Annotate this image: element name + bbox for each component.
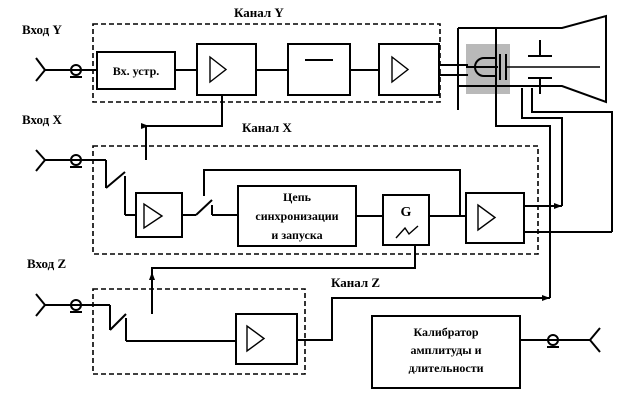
input-z-jack-icon — [35, 293, 110, 317]
input-x-label: Вход X — [22, 112, 62, 127]
amplifier-triangle-icon — [477, 203, 497, 232]
calibrator-line1: Калибратор — [413, 325, 478, 339]
calibrator-block — [371, 315, 521, 389]
sweep-generator-label: G — [401, 205, 412, 220]
switch-icon — [105, 160, 136, 216]
channel-x-frame — [92, 145, 539, 255]
sweep-generator-block — [382, 194, 430, 246]
amplifier-triangle-icon — [143, 202, 164, 230]
channel-z-frame — [92, 288, 306, 375]
switch-icon — [195, 199, 238, 216]
input-device-label: Вх. устр. — [113, 64, 160, 78]
input-x-jack-icon — [35, 149, 106, 172]
switch-icon — [109, 305, 236, 342]
channel-x-amp-block — [135, 192, 183, 238]
sync-trigger-line3: и запуска — [271, 228, 322, 242]
input-y-label: Вход Y — [22, 22, 62, 37]
channel-y-label: Канал Y — [234, 5, 284, 20]
sync-trigger-line2: синхронизации — [255, 209, 338, 223]
input-y-jack-icon — [35, 57, 97, 82]
sync-trigger-line1: Цепь — [283, 190, 312, 204]
input-z-label: Вход Z — [27, 256, 66, 271]
input-device-block — [96, 51, 176, 90]
amplifier-triangle-icon — [391, 55, 410, 84]
delay-line-block — [287, 43, 351, 96]
channel-z-amp-block — [235, 313, 298, 365]
calibrator-line3: длительности — [408, 361, 483, 375]
sync-trigger-block — [237, 185, 357, 247]
channel-z-label: Канал Z — [331, 275, 380, 290]
channel-x-label: Канал X — [242, 120, 292, 135]
amplifier-triangle-icon — [209, 55, 228, 84]
amplifier-triangle-icon — [246, 324, 266, 353]
crt-tube-icon — [457, 14, 607, 110]
sawtooth-wave-icon — [395, 225, 419, 239]
calibrator-output-jack-icon — [520, 327, 601, 353]
calibrator-line2: амплитуды и — [410, 343, 481, 357]
